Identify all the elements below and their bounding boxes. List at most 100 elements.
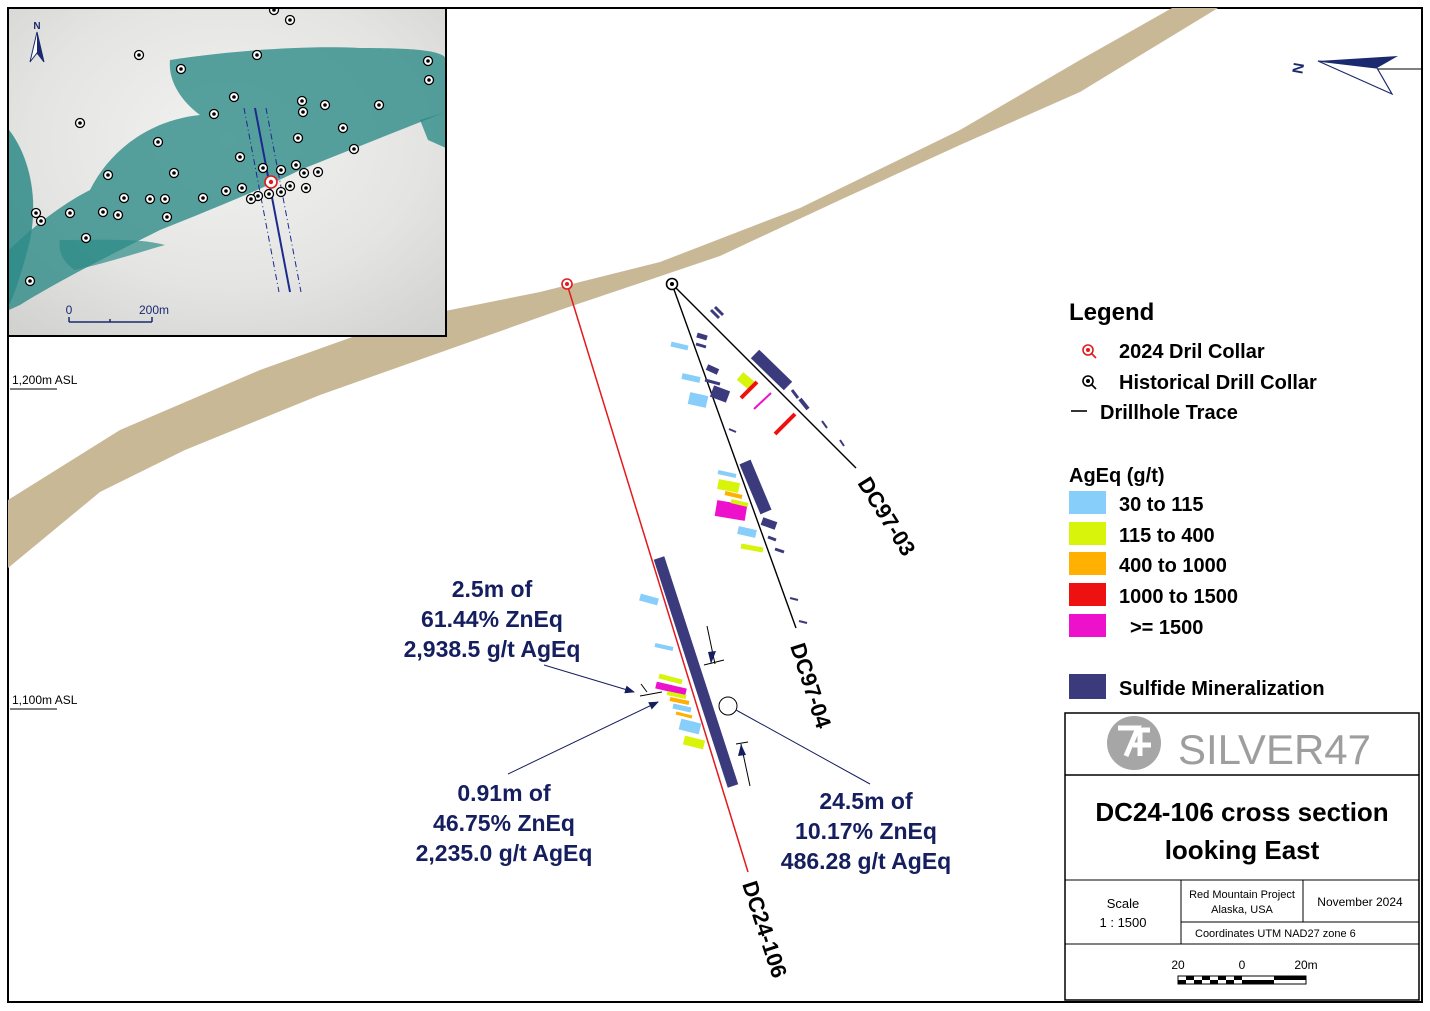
scale-bar-segment bbox=[1218, 976, 1226, 980]
sulfide-interval bbox=[760, 517, 778, 530]
grade-interval bbox=[714, 500, 748, 521]
inset-collar-dot bbox=[179, 67, 183, 71]
legend-trace: Drillhole Trace bbox=[1071, 402, 1238, 424]
inset-collar-dot bbox=[427, 78, 431, 82]
grade-interval bbox=[682, 735, 706, 750]
inset-collar-dot bbox=[68, 211, 72, 215]
legend: Legend 2024 Dril Collar Historical Drill… bbox=[1069, 299, 1325, 700]
inset-collar-dot bbox=[341, 126, 345, 130]
elevation-1100: 1,100m ASL bbox=[10, 693, 78, 710]
collar-dc97 bbox=[665, 277, 679, 291]
project-line2: Alaska, USA bbox=[1211, 904, 1273, 916]
legend-sulfide: Sulfide Mineralization bbox=[1069, 674, 1325, 700]
section-title-line2: looking East bbox=[1165, 835, 1320, 865]
coordinates-text: Coordinates UTM NAD27 zone 6 bbox=[1195, 928, 1356, 940]
grade-interval bbox=[753, 392, 772, 410]
inset-north-arrow: N bbox=[29, 21, 45, 63]
inset-collar-dot bbox=[296, 136, 300, 140]
legend-bin-3-label: 400 to 1000 bbox=[1119, 555, 1227, 577]
date-text: November 2024 bbox=[1317, 895, 1403, 909]
logo-text: SILVER47 bbox=[1178, 726, 1371, 773]
inset-collar-dot bbox=[122, 196, 126, 200]
inset-collar-dot bbox=[256, 194, 260, 198]
bracket-tick bbox=[735, 741, 749, 745]
collar-dc24-106 bbox=[561, 278, 573, 290]
sulfide-interval bbox=[709, 308, 721, 320]
scale-bar-segments bbox=[1178, 976, 1306, 984]
hole-label-dc24-106: DC24-106 bbox=[737, 878, 792, 981]
callout-1-line3: 2,938.5 g/t AgEq bbox=[404, 636, 581, 662]
inset-collar-dot bbox=[255, 53, 259, 57]
inset-collar-dot bbox=[238, 155, 242, 159]
inset-collar-dot bbox=[172, 171, 176, 175]
legend-bin-4-label: 1000 to 1500 bbox=[1119, 586, 1238, 608]
bracket-arrow bbox=[708, 651, 716, 664]
inset-collar-dot bbox=[224, 189, 228, 193]
dc24-106-intervals bbox=[639, 556, 739, 788]
inset-deposit-lobe bbox=[59, 239, 165, 270]
legend-trace-label: Drillhole Trace bbox=[1100, 402, 1238, 424]
inset-section-buffer-west bbox=[243, 107, 280, 293]
sulfide-interval bbox=[704, 378, 721, 386]
inset-section-buffer-east bbox=[265, 107, 302, 293]
grade-interval bbox=[655, 681, 687, 696]
inset-collar-dot bbox=[165, 215, 169, 219]
legend-title: Legend bbox=[1069, 299, 1154, 326]
legend-collar-hist-label: Historical Drill Collar bbox=[1119, 372, 1317, 394]
grade-interval bbox=[678, 718, 702, 735]
scale-bar-segment bbox=[1202, 976, 1210, 980]
bracket-arrow bbox=[738, 744, 746, 756]
inset-collar-dot bbox=[116, 213, 120, 217]
sulfide-interval bbox=[696, 332, 708, 341]
callout-3-line1: 24.5m of bbox=[819, 788, 913, 814]
hole-label-dc97-04: DC97-04 bbox=[785, 640, 836, 732]
sulfide-interval bbox=[821, 420, 828, 429]
legend-sulfide-label: Sulfide Mineralization bbox=[1119, 678, 1325, 700]
inset-collar-dot bbox=[288, 184, 292, 188]
title-block: SILVER47 DC24-106 cross section looking … bbox=[1064, 712, 1420, 1001]
scale-value: 1 : 1500 bbox=[1100, 915, 1147, 930]
grade-interval bbox=[675, 711, 693, 719]
dc97-03-intervals bbox=[709, 305, 845, 447]
callout-1-line1: 2.5m of bbox=[452, 576, 533, 602]
inset-scale-bar: 0 200m bbox=[66, 303, 169, 323]
sulfide-interval bbox=[839, 439, 845, 447]
inset-collar-dot bbox=[240, 186, 244, 190]
inset-collar-dot bbox=[34, 211, 38, 215]
elevation-label-1100: 1,100m ASL bbox=[12, 693, 78, 707]
inset-collar-dot bbox=[106, 173, 110, 177]
grade-interval bbox=[717, 470, 737, 478]
grade-interval bbox=[670, 341, 689, 351]
sulfide-interval bbox=[750, 349, 793, 391]
grade-interval bbox=[681, 373, 701, 383]
legend-bin-1: 30 to 115 bbox=[1069, 491, 1204, 516]
legend-bin-3: 400 to 1000 bbox=[1069, 552, 1227, 577]
inset-scale-end: 200m bbox=[139, 303, 169, 317]
inset-map: N 0 200m bbox=[7, 7, 447, 337]
silver47-logo: SILVER47 bbox=[1107, 716, 1371, 773]
inset-collar-dot bbox=[377, 103, 381, 107]
inset-collar-dot bbox=[261, 166, 265, 170]
grade-interval bbox=[669, 697, 690, 705]
inset-collar-dot bbox=[156, 140, 160, 144]
elevation-label-1200: 1,200m ASL bbox=[12, 373, 78, 387]
project-line1: Red Mountain Project bbox=[1189, 889, 1295, 901]
legend-collar-2024-label: 2024 Dril Collar bbox=[1119, 341, 1265, 363]
grade-interval bbox=[736, 372, 756, 390]
callout-1-line2: 61.44% ZnEq bbox=[421, 606, 563, 632]
legend-bin-5-label: >= 1500 bbox=[1130, 617, 1203, 639]
sulfide-interval bbox=[798, 397, 810, 411]
drillhole-trace-dc97-04 bbox=[671, 283, 797, 629]
scale-bar-right: 20m bbox=[1294, 958, 1317, 972]
inset-collar-dot bbox=[148, 197, 152, 201]
sulfide-interval bbox=[790, 389, 800, 399]
hole-label-dc97-03: DC97-03 bbox=[853, 472, 921, 560]
inset-collar-dot bbox=[39, 219, 43, 223]
inset-collar-dot bbox=[426, 59, 430, 63]
callout-leader-2 bbox=[507, 701, 659, 775]
north-arrow: N bbox=[1288, 56, 1422, 96]
grade-interval bbox=[687, 392, 709, 408]
section-title-line1: DC24-106 cross section bbox=[1095, 797, 1388, 827]
